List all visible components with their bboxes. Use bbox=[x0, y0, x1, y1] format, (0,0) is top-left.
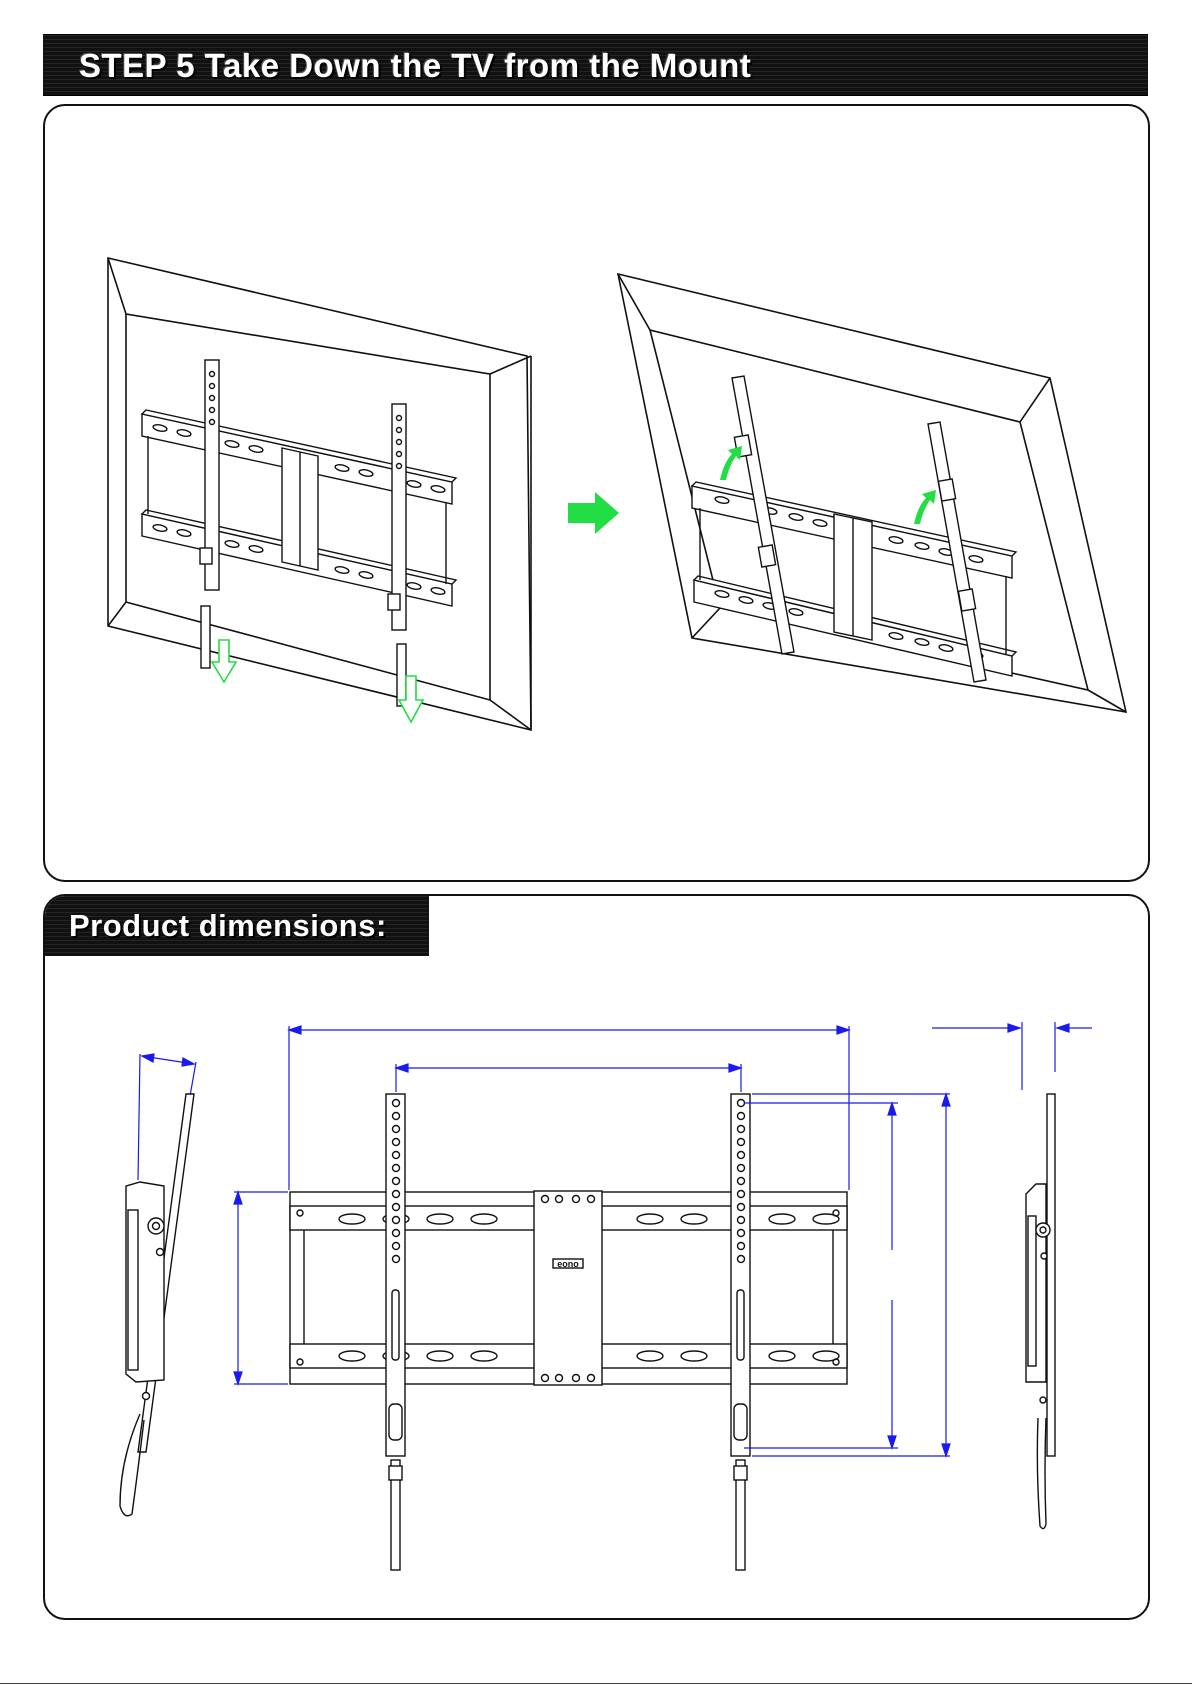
front-view-mount bbox=[290, 1191, 847, 1385]
side-view-tilted bbox=[120, 1094, 194, 1516]
next-step-arrow-icon bbox=[568, 492, 619, 534]
side-view-flat bbox=[1026, 1094, 1055, 1529]
tv-back-left bbox=[108, 258, 531, 730]
brand-logo: eono bbox=[557, 1259, 579, 1269]
footer-rule bbox=[0, 1683, 1192, 1684]
